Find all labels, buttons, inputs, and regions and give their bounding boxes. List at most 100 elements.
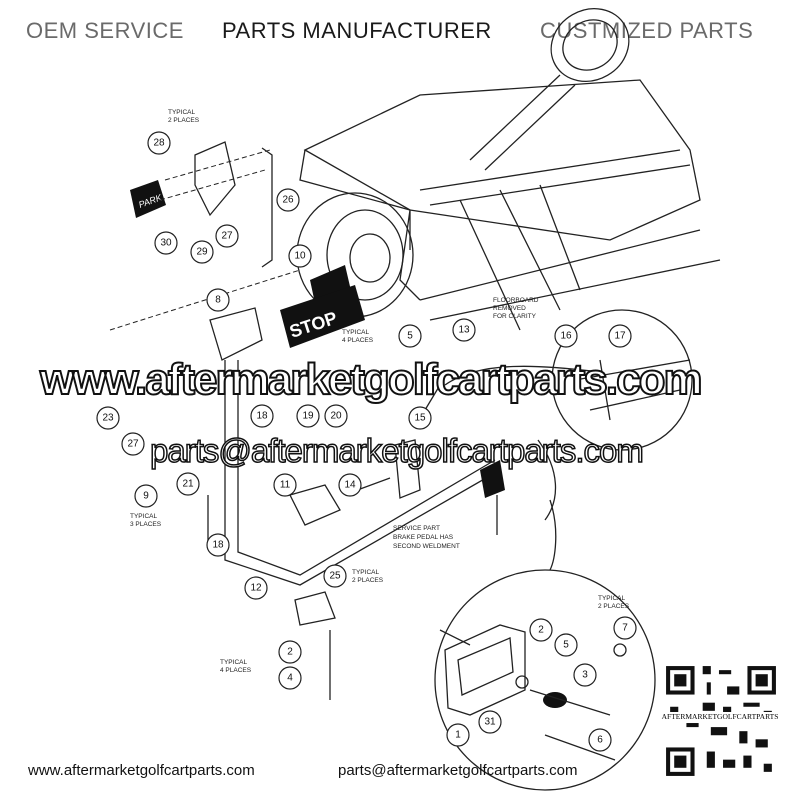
svg-text:3: 3 <box>582 670 588 681</box>
svg-text:BRAKE PEDAL HAS: BRAKE PEDAL HAS <box>393 534 454 541</box>
svg-text:25: 25 <box>329 571 341 582</box>
callout: 3 <box>573 663 597 687</box>
svg-text:13: 13 <box>458 325 470 336</box>
callout: 14 <box>338 473 362 497</box>
callout: 30 <box>154 231 178 255</box>
svg-text:TYPICAL: TYPICAL <box>220 659 247 666</box>
svg-text:26: 26 <box>282 195 294 206</box>
svg-text:5: 5 <box>407 331 413 342</box>
svg-text:6: 6 <box>597 735 603 746</box>
callout: 10 <box>288 244 312 268</box>
callout: 16 <box>554 324 578 348</box>
svg-text:18: 18 <box>212 540 224 551</box>
callout: 9 <box>134 484 158 508</box>
callout: 2 <box>529 618 553 642</box>
qr-code <box>662 662 780 780</box>
callout: 20 <box>324 404 348 428</box>
svg-text:19: 19 <box>302 411 314 422</box>
svg-text:2: 2 <box>287 647 293 658</box>
park-pad-drawing: PARK <box>130 141 273 268</box>
header-parts-manufacturer: PARTS MANUFACTURER <box>222 18 492 43</box>
callouts: 28 30 29 27 26 10 8 13 5 15 16 17 23 19 … <box>96 131 637 752</box>
svg-text:8: 8 <box>215 295 221 306</box>
callout: 11 <box>273 473 297 497</box>
footer-email: parts@aftermarketgolfcartparts.com <box>338 762 578 779</box>
svg-text:27: 27 <box>221 231 233 242</box>
stop-pad-drawing: STOP <box>109 265 365 361</box>
callout: 18 <box>206 533 230 557</box>
callout: 2 <box>278 640 302 664</box>
svg-text:SECOND WELDMENT: SECOND WELDMENT <box>393 543 460 550</box>
svg-text:29: 29 <box>196 247 208 258</box>
svg-text:18: 18 <box>256 411 268 422</box>
svg-text:4: 4 <box>287 673 293 684</box>
callout: 19 <box>296 404 320 428</box>
note-service-part: SERVICE PART BRAKE PEDAL HAS SECOND WELDME… <box>393 525 460 550</box>
callout: 7 <box>613 616 637 640</box>
svg-text:23: 23 <box>102 413 114 424</box>
svg-text:27: 27 <box>127 439 139 450</box>
svg-text:5: 5 <box>563 640 569 651</box>
callout: 27 <box>121 432 145 456</box>
callout: 15 <box>408 406 432 430</box>
svg-text:TYPICAL: TYPICAL <box>342 329 369 336</box>
callout: 26 <box>276 188 300 212</box>
watermark-email: parts@aftermarketgolfcartparts.com <box>149 431 644 470</box>
svg-text:17: 17 <box>614 331 626 342</box>
svg-text:FLOORBOARD: FLOORBOARD <box>493 297 539 304</box>
qr-label: AFTERMARKETGOLFCARTPARTS <box>655 712 785 721</box>
svg-text:14: 14 <box>344 480 356 491</box>
detail-circle-lower <box>434 569 656 791</box>
svg-text:TYPICAL: TYPICAL <box>130 513 157 520</box>
callout: 25 <box>323 564 347 588</box>
svg-text:4 PLACES: 4 PLACES <box>342 337 374 344</box>
svg-text:1: 1 <box>455 730 461 741</box>
svg-text:10: 10 <box>294 251 306 262</box>
svg-text:REMOVED: REMOVED <box>493 305 526 312</box>
svg-text:3 PLACES: 3 PLACES <box>130 521 162 528</box>
svg-text:9: 9 <box>143 491 149 502</box>
callout: 4 <box>278 666 302 690</box>
svg-text:2: 2 <box>538 625 544 636</box>
detail-lower-drawing <box>439 624 627 761</box>
svg-text:21: 21 <box>182 479 194 490</box>
svg-text:31: 31 <box>484 717 496 728</box>
brake-linkage-drawing <box>207 360 601 700</box>
svg-text:7: 7 <box>622 623 628 634</box>
svg-text:11: 11 <box>280 480 291 491</box>
svg-text:FOR CLARITY: FOR CLARITY <box>493 313 537 320</box>
svg-text:20: 20 <box>330 411 342 422</box>
callout: 28 <box>147 131 171 155</box>
svg-text:4 PLACES: 4 PLACES <box>220 667 252 674</box>
callout: 12 <box>244 576 268 600</box>
callout: 18 <box>250 404 274 428</box>
callout: 21 <box>176 472 200 496</box>
callout: 31 <box>478 710 502 734</box>
svg-text:2 PLACES: 2 PLACES <box>598 603 630 610</box>
svg-text:12: 12 <box>250 583 262 594</box>
detail-circle-upper <box>551 309 693 451</box>
callout: 23 <box>96 406 120 430</box>
svg-text:TYPICAL: TYPICAL <box>352 569 379 576</box>
svg-text:2 PLACES: 2 PLACES <box>352 577 384 584</box>
callout: 5 <box>398 324 422 348</box>
svg-text:TYPICAL: TYPICAL <box>168 109 195 116</box>
svg-text:SERVICE PART: SERVICE PART <box>393 525 440 532</box>
callout: 13 <box>452 318 476 342</box>
svg-text:28: 28 <box>153 138 165 149</box>
callout: 6 <box>588 728 612 752</box>
svg-text:30: 30 <box>160 238 172 249</box>
svg-text:15: 15 <box>414 413 426 424</box>
header-customized-parts: CUSTMIZED PARTS <box>540 18 754 43</box>
svg-text:16: 16 <box>560 331 572 342</box>
svg-text:TYPICAL: TYPICAL <box>598 595 625 602</box>
callout: 8 <box>206 288 230 312</box>
